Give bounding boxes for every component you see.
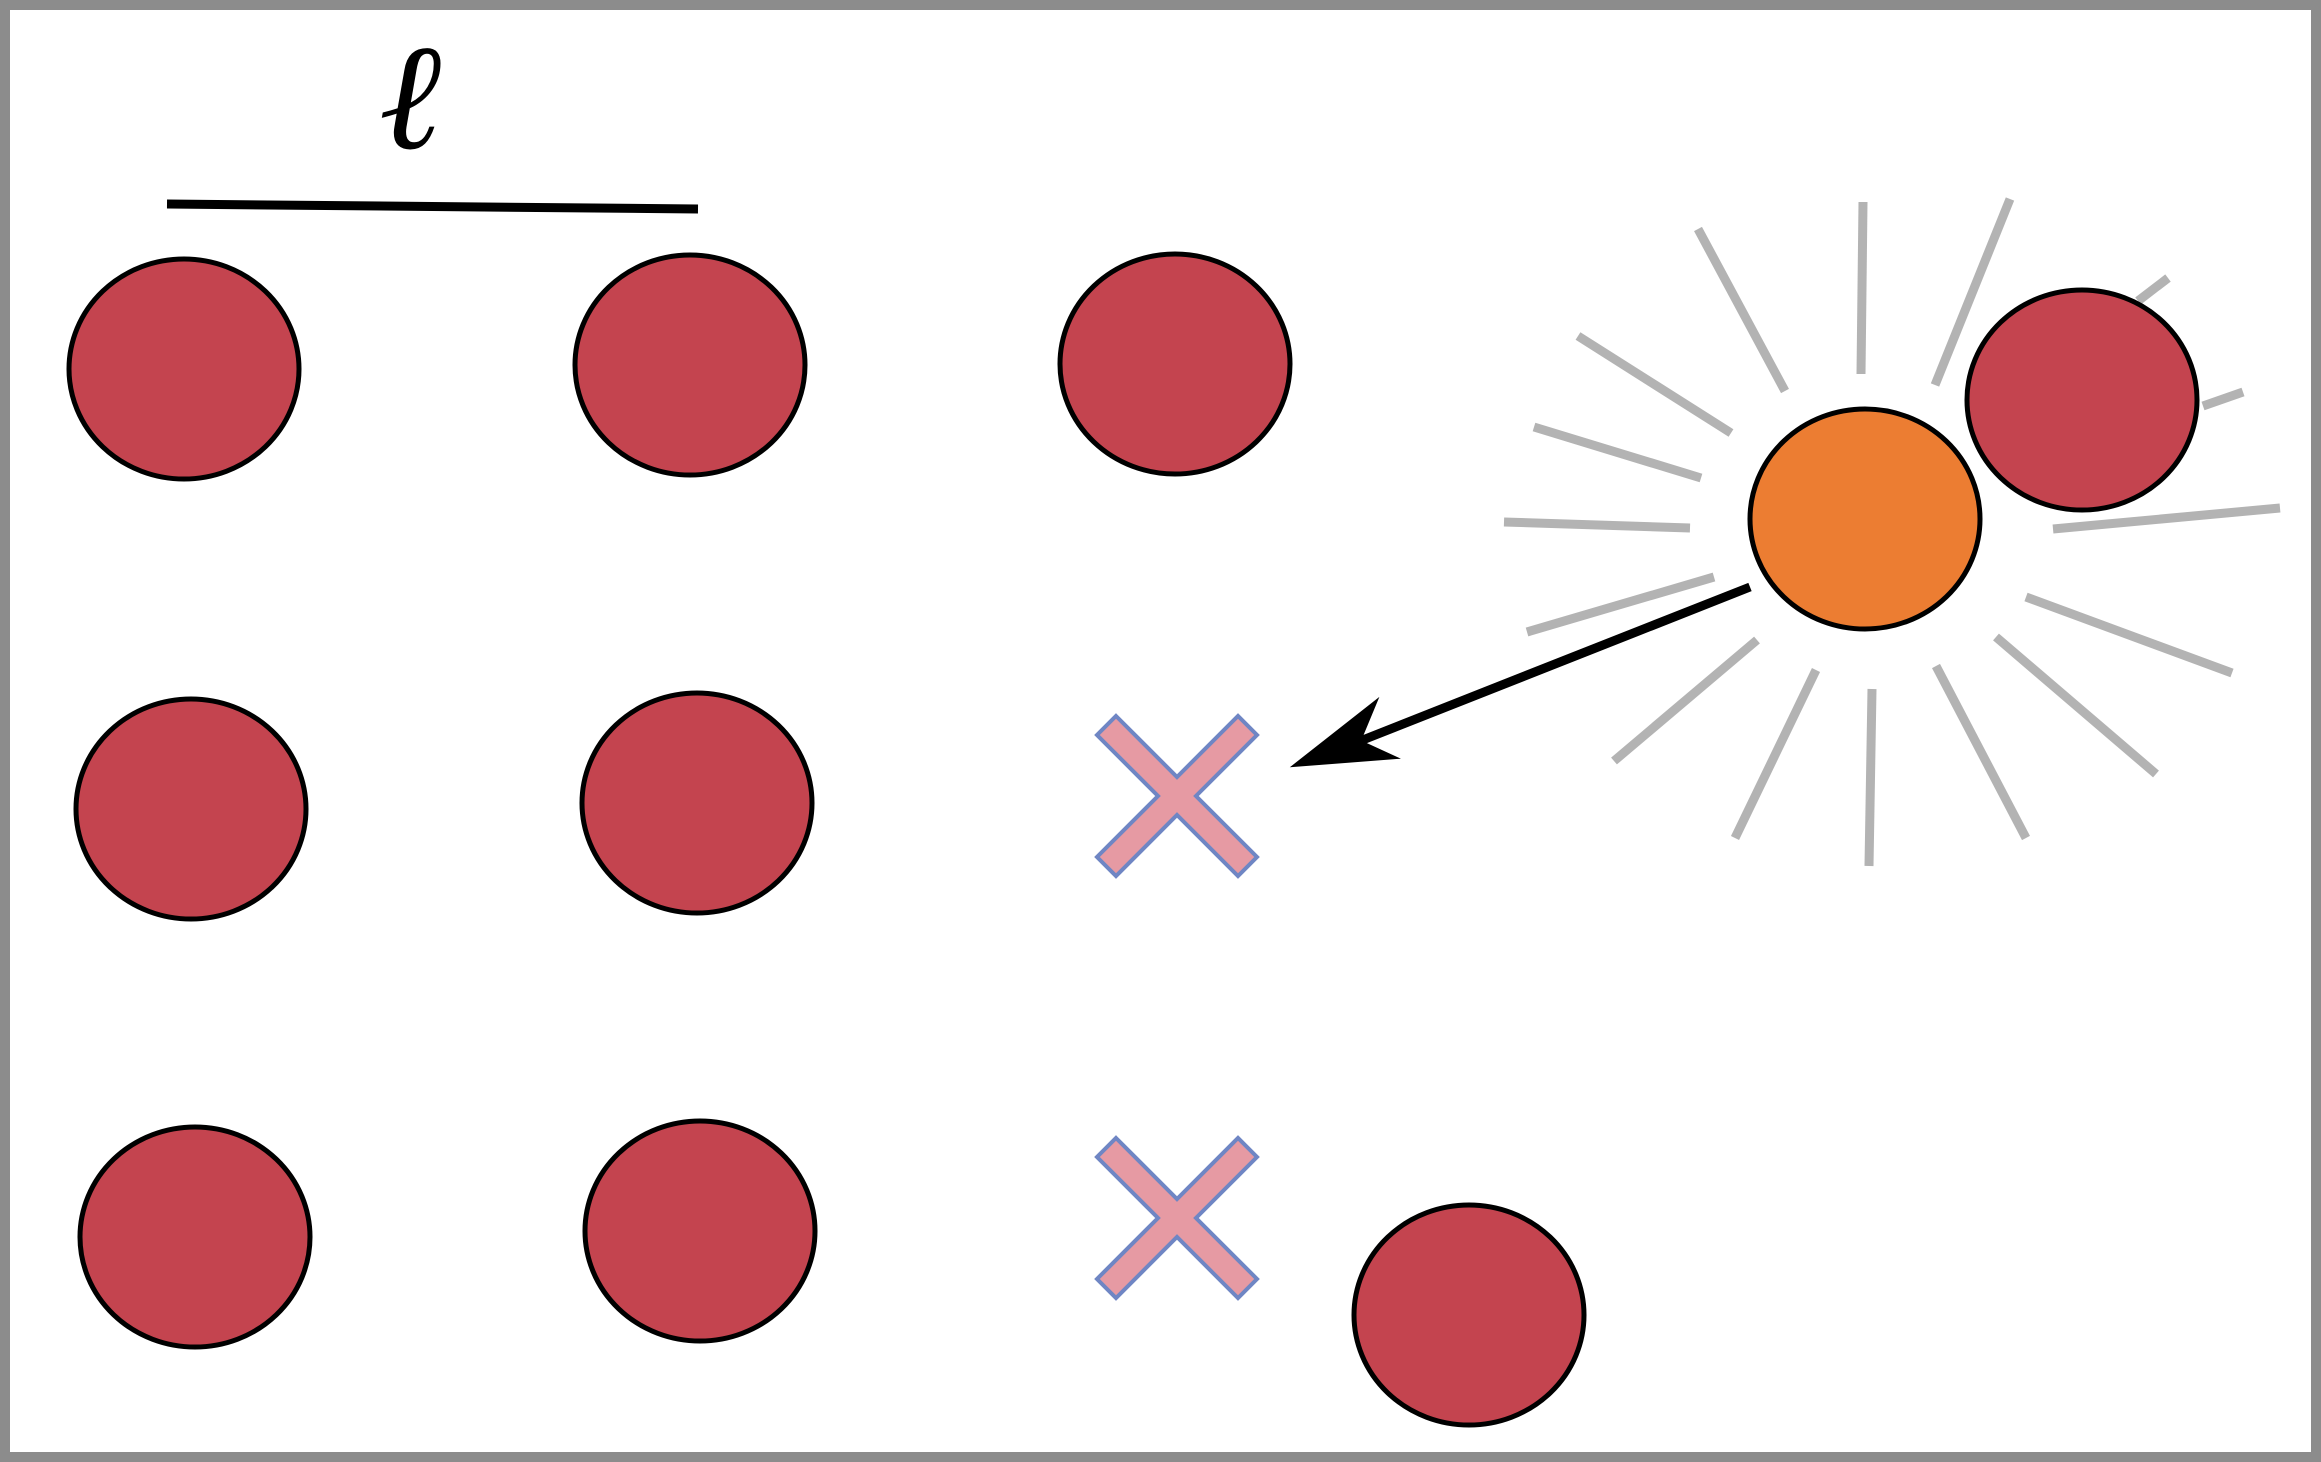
atom-row1-col2 — [572, 252, 808, 478]
ray — [2052, 503, 2281, 534]
hop-arrow-shaft — [1348, 582, 1752, 750]
vacancy-marker — [1094, 1135, 1260, 1301]
ray — [1993, 633, 2159, 778]
atom-row2-col2 — [579, 690, 815, 916]
ray — [1864, 688, 1877, 867]
vacancy-cross — [1094, 713, 1260, 879]
hop-arrow-head — [1289, 696, 1401, 768]
ray — [1575, 332, 1734, 437]
length-scale: ℓ — [166, 10, 699, 214]
vacancy-marker — [1094, 713, 1260, 879]
ray — [2024, 592, 2234, 678]
excited-atom — [1747, 406, 1983, 632]
ray — [1611, 636, 1760, 765]
ray — [2135, 274, 2171, 305]
ray — [2201, 387, 2245, 411]
ray — [1532, 422, 1703, 483]
vacancy-markers — [1094, 713, 1260, 1301]
atom-row2-col1 — [73, 696, 309, 922]
ray — [1932, 663, 2030, 841]
atom-row1-col3 — [1057, 251, 1293, 477]
ray — [1930, 197, 2015, 387]
displaced-atoms — [1351, 287, 2200, 1428]
lattice-atoms — [66, 251, 1293, 1350]
displaced-atom-top-right — [1964, 287, 2200, 513]
length-symbol-label: ℓ — [379, 10, 441, 184]
atom-row3-col1 — [77, 1124, 313, 1350]
hop-arrow — [1289, 582, 1752, 768]
displaced-atom-bottom — [1351, 1202, 1587, 1428]
vacancy-cross — [1094, 1135, 1260, 1301]
ray — [1730, 668, 1821, 840]
atom-row1-col1 — [66, 256, 302, 482]
atom-row3-col2 — [582, 1118, 818, 1344]
ray — [1525, 572, 1716, 637]
length-scale-bar — [166, 199, 699, 214]
ray — [1856, 201, 1868, 375]
ray — [1503, 517, 1691, 533]
emission-rays — [1503, 197, 2281, 867]
ray — [1694, 226, 1789, 394]
